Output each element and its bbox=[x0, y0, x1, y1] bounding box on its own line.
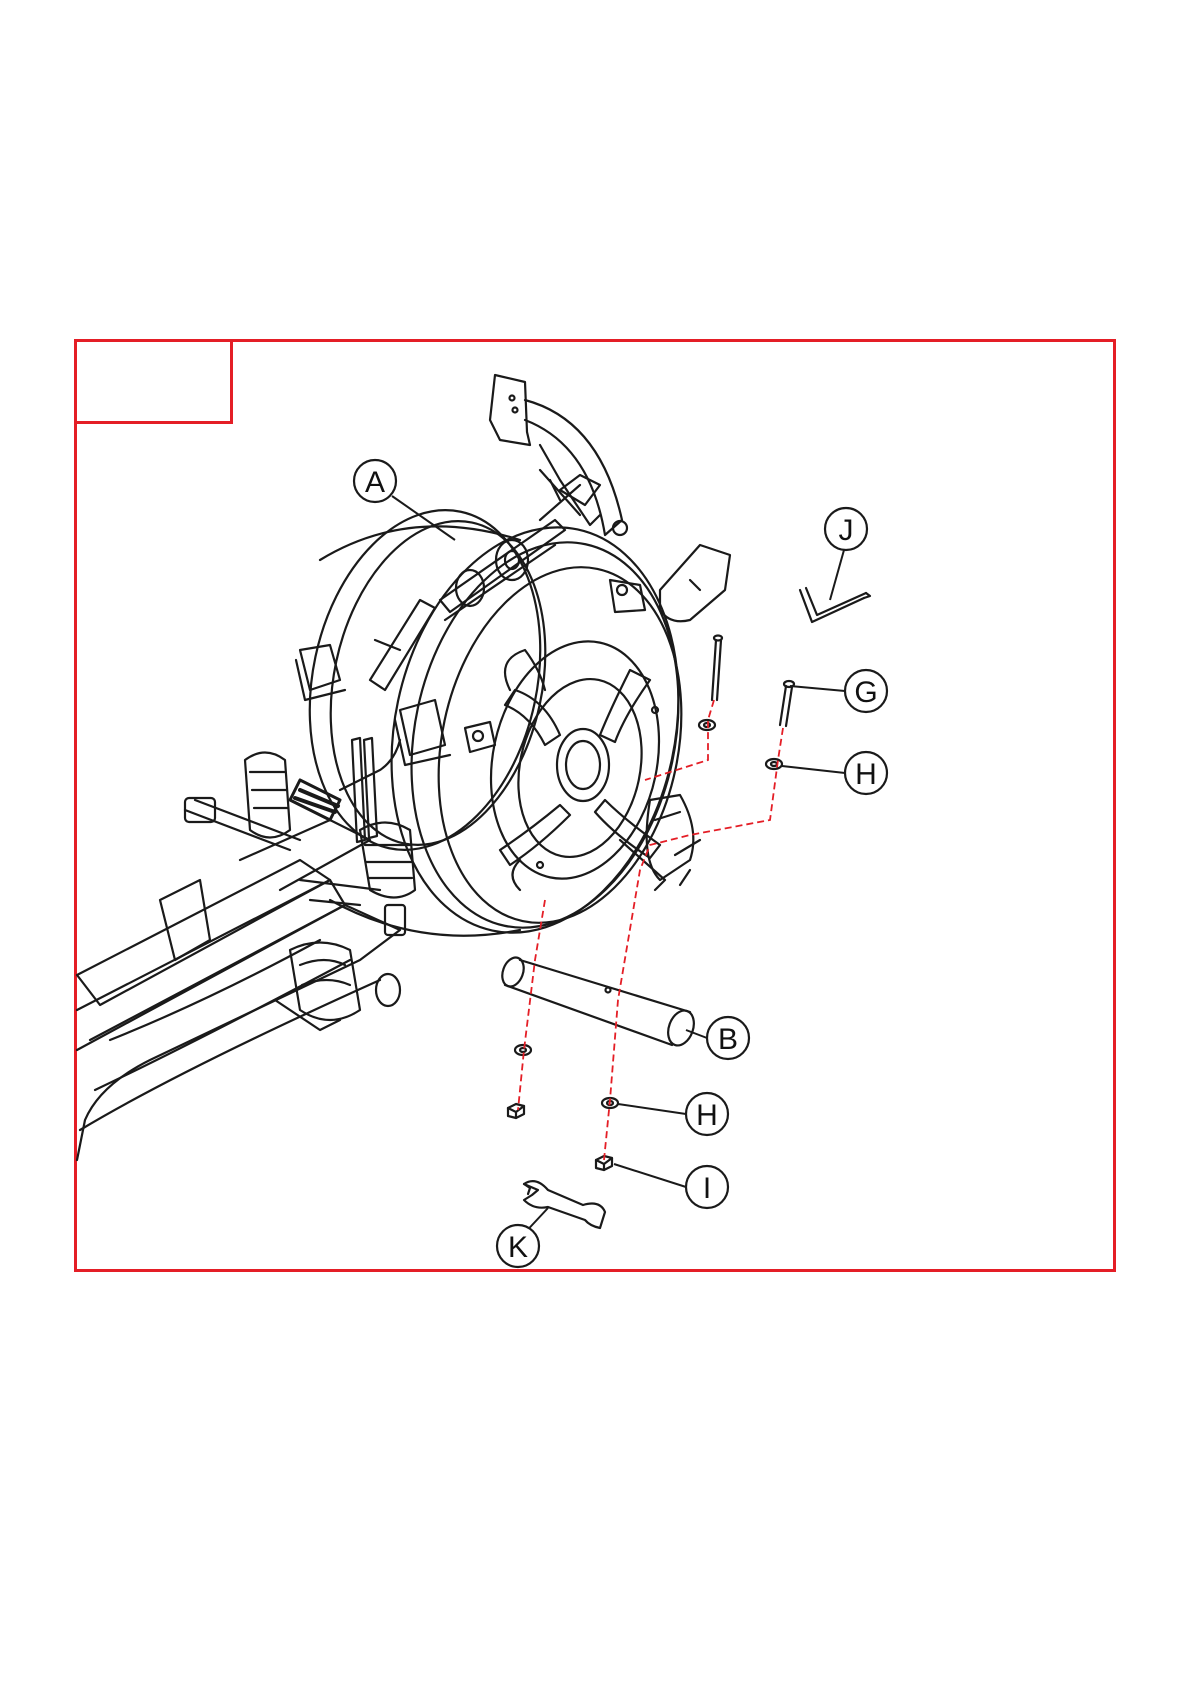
callout-j-label: J bbox=[839, 514, 854, 547]
tube-b bbox=[498, 954, 698, 1049]
callout-h-upper: H bbox=[845, 752, 887, 794]
callout-g-label: G bbox=[854, 676, 877, 709]
callout-i: I bbox=[686, 1166, 728, 1208]
callout-b: B bbox=[707, 1017, 749, 1059]
bolt-left bbox=[712, 636, 722, 701]
callout-h-lower-label: H bbox=[696, 1099, 718, 1132]
hex-key-j bbox=[800, 588, 870, 622]
callout-b-label: B bbox=[718, 1023, 738, 1056]
callout-h-upper-label: H bbox=[855, 758, 877, 791]
callout-g: G bbox=[845, 670, 887, 712]
callout-j: J bbox=[825, 508, 867, 550]
callout-k-label: K bbox=[508, 1231, 528, 1264]
nuts bbox=[508, 1104, 612, 1170]
callout-a: A bbox=[354, 460, 396, 502]
handle-post bbox=[490, 375, 627, 535]
frame-rails bbox=[77, 820, 400, 1160]
callout-k: K bbox=[497, 1225, 539, 1267]
callout-i-label: I bbox=[703, 1172, 711, 1205]
bolt-g bbox=[780, 681, 794, 726]
flywheel-housing bbox=[280, 475, 715, 960]
callout-a-label: A bbox=[365, 466, 385, 499]
callout-h-lower: H bbox=[686, 1093, 728, 1135]
